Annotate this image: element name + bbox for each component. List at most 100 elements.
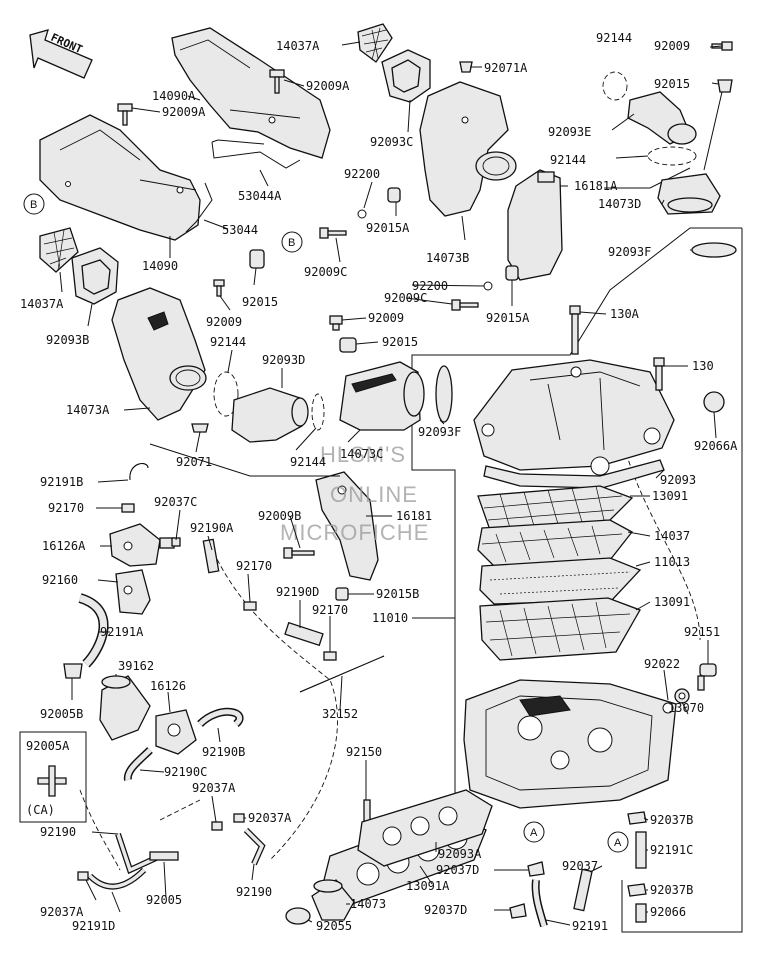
- label-92037A-c: 92037A: [40, 905, 84, 919]
- hose-92190D: [284, 621, 324, 647]
- label-92170-c: 92170: [312, 603, 348, 617]
- plug-92066: [635, 903, 647, 923]
- label-14073D: 14073D: [598, 197, 641, 211]
- label-92015-tr: 92015: [654, 77, 690, 91]
- screw-92009-c: [329, 315, 343, 331]
- hose-92191A: [78, 593, 109, 668]
- clip-92037D-b: [509, 903, 527, 919]
- label-92160: 92160: [42, 573, 78, 587]
- screw-92009B: [283, 547, 315, 559]
- label-14037A-top: 14037A: [276, 39, 320, 53]
- cap-92066A: [703, 391, 725, 413]
- label-92190A: 92190A: [190, 521, 234, 535]
- ring-92055: [285, 907, 311, 925]
- label-92071A: 92071A: [484, 61, 528, 75]
- label-92190C: 92190C: [164, 765, 207, 779]
- callout-b-2: B: [281, 231, 303, 253]
- label-14037A-left: 14037A: [20, 297, 64, 311]
- label-13070: 13070: [668, 701, 704, 715]
- canister-39162: [99, 675, 151, 741]
- watermark-line-2: ONLINE: [330, 482, 418, 507]
- label-92144-lower: 92144: [210, 335, 246, 349]
- label-92191B: 92191B: [40, 475, 83, 489]
- label-13091-a: 13091: [652, 489, 688, 503]
- tube-92037: [573, 868, 593, 912]
- bracket-92160: [115, 569, 151, 615]
- label-13091-b: 13091: [654, 595, 690, 609]
- label-14090A: 14090A: [152, 89, 196, 103]
- clip-92037B-a: [627, 811, 647, 825]
- label-92190-b: 92190: [236, 885, 272, 899]
- label-16181: 16181: [396, 509, 432, 523]
- callout-b-1: B: [23, 193, 45, 215]
- label-92071: 92071: [176, 455, 212, 469]
- callout-a-2-letter: A: [614, 837, 622, 849]
- callout-b-2-letter: B: [288, 237, 295, 249]
- watermark-line-3: MICROFICHE: [280, 520, 429, 545]
- airbox-cover: [473, 359, 675, 476]
- ring-92144-b: [311, 393, 325, 431]
- clip-92037A-b: [233, 813, 245, 823]
- duct-14073D: [657, 173, 721, 215]
- label-92022: 92022: [644, 657, 680, 671]
- hose-92190C: [123, 747, 153, 781]
- callout-a-1-letter: A: [530, 827, 538, 839]
- bracket-53044A: [211, 139, 301, 169]
- washer-92200-b: [483, 281, 493, 291]
- label-92037A-b: 92037A: [248, 811, 292, 825]
- bracket-16181: [315, 471, 379, 581]
- screw-92009C-a: [319, 227, 347, 239]
- front-arrow-icon: FRONT: [29, 29, 93, 79]
- label-92009C-a: 92009C: [304, 265, 347, 279]
- hose-92191C: [635, 831, 647, 869]
- label-92015B: 92015B: [376, 587, 419, 601]
- label-92190D: 92190D: [276, 585, 319, 599]
- label-92151: 92151: [684, 625, 720, 639]
- label-92191A: 92191A: [100, 625, 144, 639]
- fitting-92005B: [63, 663, 83, 679]
- label-92009-mid: 92009: [206, 315, 242, 329]
- seal-92093B: [71, 247, 119, 305]
- grommet-92071A: [459, 61, 473, 73]
- label-53044: 53044: [222, 223, 258, 237]
- label-92093B: 92093B: [46, 333, 89, 347]
- label-92191D: 92191D: [72, 919, 115, 933]
- clip-92170-c: [323, 651, 337, 661]
- bolt-130A: [569, 305, 581, 355]
- valve-16126: [155, 709, 197, 755]
- label-92005: 92005: [146, 893, 182, 907]
- collar-92015A-a: [387, 187, 401, 203]
- label-14037: 14037: [654, 529, 690, 543]
- label-130A: 130A: [610, 307, 640, 321]
- label-92170-b: 92170: [236, 559, 272, 573]
- label-130: 130: [692, 359, 714, 373]
- label-92037B-a: 92037B: [650, 813, 693, 827]
- bracket-53044: [185, 182, 213, 233]
- pipe-32152: [299, 655, 385, 693]
- label-92093E: 92093E: [548, 125, 591, 139]
- label-92093A: 92093A: [438, 847, 482, 861]
- label-92170-a: 92170: [48, 501, 84, 515]
- label-92037B-b: 92037B: [650, 883, 693, 897]
- label-92191: 92191: [572, 919, 608, 933]
- label-92009-tr: 92009: [654, 39, 690, 53]
- hose-92190-a: [115, 833, 158, 875]
- label-92015A-a: 92015A: [366, 221, 410, 235]
- collar-92015-mid: [249, 249, 265, 269]
- label-92144-mid: 92144: [550, 153, 586, 167]
- screen-13091-b: [479, 597, 641, 661]
- label-92093F-mid: 92093F: [418, 425, 461, 439]
- gasket-92093F-r: [691, 242, 737, 258]
- hose-92191: [531, 879, 548, 928]
- label-14073C: 14073C: [340, 447, 383, 461]
- label-92200-a: 92200: [344, 167, 380, 181]
- gasket-92093A: [357, 789, 493, 867]
- watermark: HLSM'S ONLINE MICROFICHE: [280, 442, 429, 545]
- hose-92190-b: [243, 827, 266, 866]
- air-duct-14090: [39, 114, 201, 241]
- fitting-92005: [149, 851, 179, 861]
- label-92200-b: 92200: [412, 279, 448, 293]
- valve-16126A: [109, 523, 175, 567]
- label-14073A: 14073A: [66, 403, 110, 417]
- label-16126: 16126: [150, 679, 186, 693]
